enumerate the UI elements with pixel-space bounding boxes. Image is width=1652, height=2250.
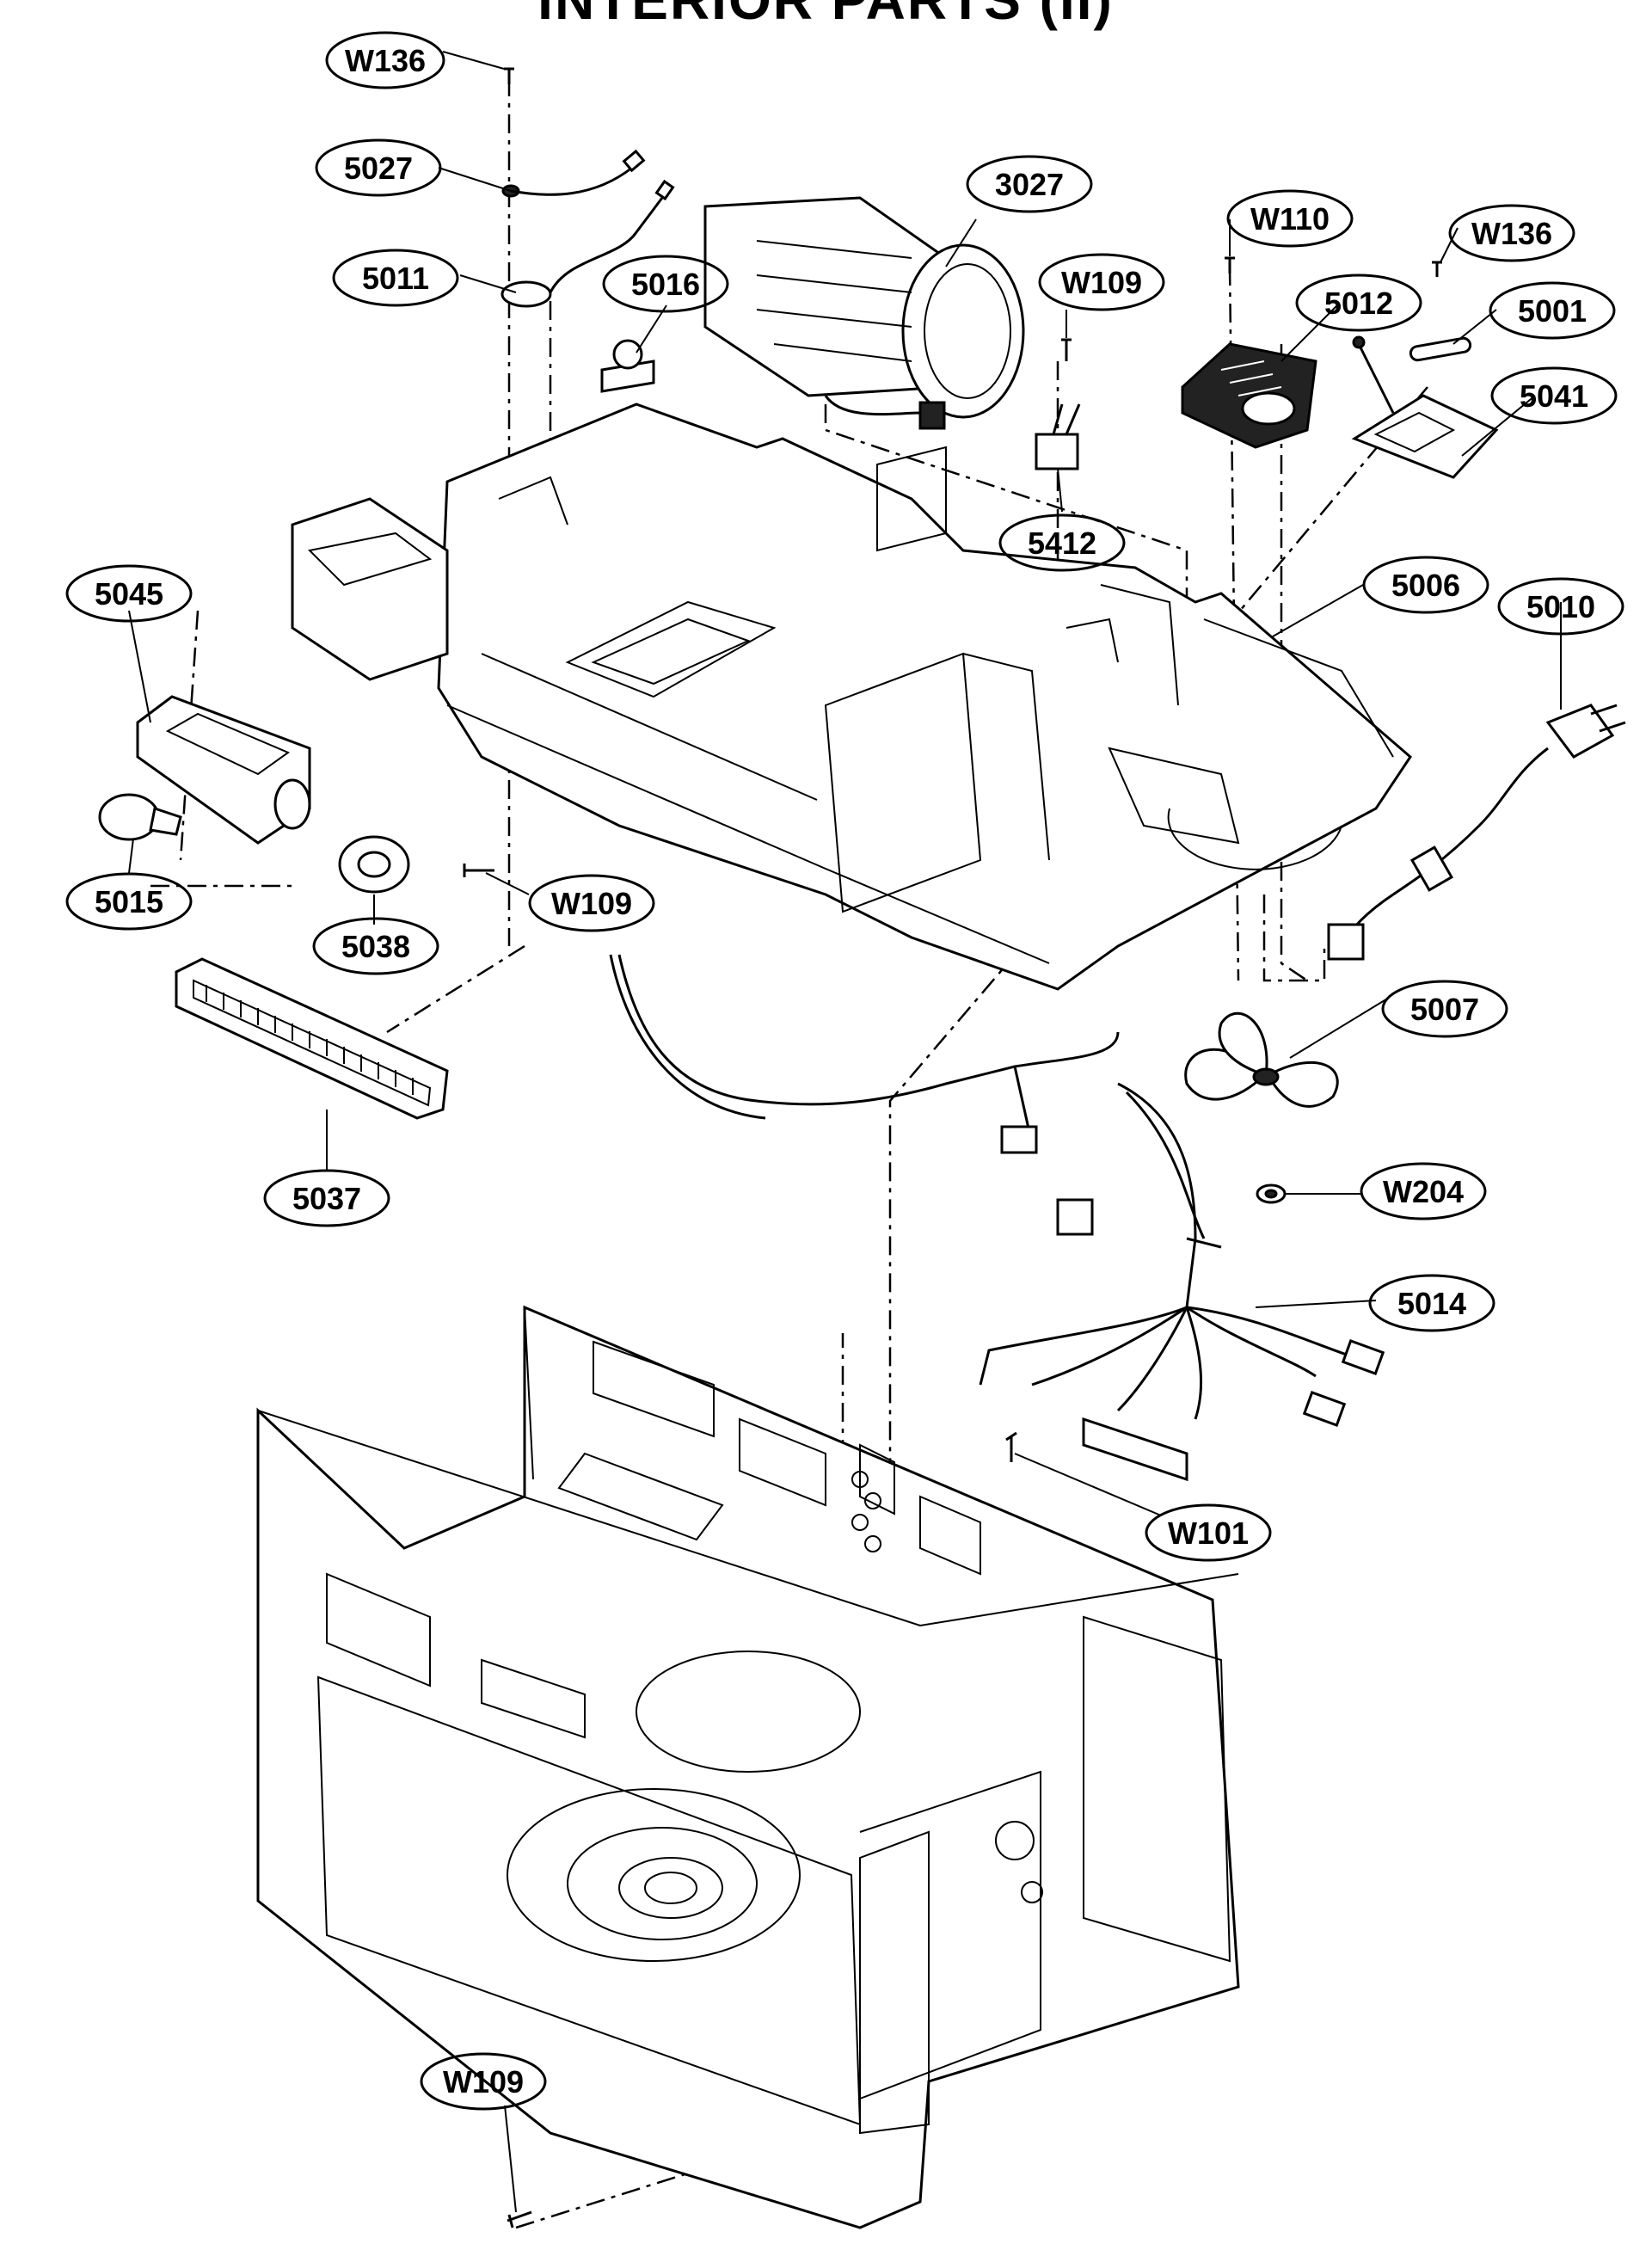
screw-w109-top — [1061, 338, 1072, 361]
diagram-title: INTERIOR PARTS (II) — [537, 0, 1114, 31]
svg-text:W101: W101 — [1168, 1515, 1249, 1551]
callout-5010[interactable]: 5010 — [1497, 577, 1624, 636]
oven-cavity — [256, 1305, 1240, 2229]
callout-w101[interactable]: W101 — [1145, 1503, 1272, 1562]
callout-5001[interactable]: 5001 — [1489, 281, 1616, 340]
svg-text:5015: 5015 — [95, 884, 163, 919]
callout-5038[interactable]: 5038 — [312, 917, 439, 975]
callout-5012[interactable]: 5012 — [1295, 274, 1422, 332]
svg-text:W109: W109 — [1061, 265, 1142, 300]
svg-text:W110: W110 — [1250, 201, 1330, 237]
svg-text:5038: 5038 — [341, 929, 410, 964]
lamp-case-5045 — [136, 695, 311, 845]
screw-w109-mid — [463, 864, 494, 877]
svg-text:W109: W109 — [551, 886, 632, 921]
svg-text:W136: W136 — [345, 43, 426, 78]
svg-text:5412: 5412 — [1028, 526, 1096, 561]
screw-w136-right — [1432, 261, 1442, 277]
svg-text:5037: 5037 — [292, 1181, 361, 1216]
base-tray-5006 — [291, 403, 1412, 991]
callout-w204[interactable]: W204 — [1360, 1162, 1487, 1220]
callout-5037[interactable]: 5037 — [263, 1169, 390, 1227]
callout-5006[interactable]: 5006 — [1362, 556, 1489, 614]
callout-w109-top[interactable]: W109 — [1038, 253, 1165, 311]
callout-5027[interactable]: 5027 — [315, 138, 442, 197]
wire-harness-5014 — [609, 954, 1385, 1482]
thermistor-5038 — [338, 835, 410, 894]
callout-w109-mid[interactable]: W109 — [528, 874, 655, 932]
svg-text:W136: W136 — [1471, 216, 1552, 251]
thermal-fuse-5412 — [1035, 403, 1081, 470]
svg-text:3027: 3027 — [995, 167, 1064, 202]
callout-w136-right[interactable]: W136 — [1448, 204, 1575, 262]
power-cord-5010 — [1327, 704, 1626, 961]
svg-text:5007: 5007 — [1410, 992, 1479, 1027]
leader-lines — [128, 51, 1562, 2213]
screw-w109-bottom — [507, 2210, 532, 2228]
transformer-5012 — [1181, 342, 1317, 449]
screw-w110 — [1225, 256, 1235, 274]
svg-text:5041: 5041 — [1520, 378, 1588, 414]
callout-3027[interactable]: 3027 — [966, 155, 1093, 213]
svg-text:5006: 5006 — [1391, 568, 1460, 603]
cable-5027 — [501, 149, 646, 198]
callout-5011[interactable]: 5011 — [332, 249, 459, 307]
pcb-5041 — [1351, 335, 1499, 479]
lamp-5015 — [98, 793, 182, 841]
thermostat-5016 — [600, 339, 655, 393]
callout-5007[interactable]: 5007 — [1381, 980, 1508, 1038]
callout-5014[interactable]: 5014 — [1368, 1274, 1495, 1332]
grille-5037 — [175, 957, 449, 1120]
fan-5007 — [1184, 1011, 1339, 1108]
svg-text:5011: 5011 — [362, 261, 429, 296]
callout-5016[interactable]: 5016 — [602, 255, 729, 313]
svg-text:5010: 5010 — [1526, 589, 1595, 624]
fuse-5001 — [1409, 336, 1472, 362]
svg-text:5027: 5027 — [344, 151, 413, 186]
washer-w204 — [1256, 1183, 1287, 1204]
callout-w110[interactable]: W110 — [1226, 189, 1354, 248]
callout-w109-bottom[interactable]: W109 — [420, 2052, 547, 2111]
svg-text:W204: W204 — [1383, 1174, 1464, 1209]
thermostat-5011 — [501, 179, 675, 308]
callout-5045[interactable]: 5045 — [65, 564, 193, 623]
callout-5412[interactable]: 5412 — [998, 513, 1126, 572]
svg-text:5001: 5001 — [1518, 293, 1587, 329]
svg-text:5014: 5014 — [1397, 1286, 1466, 1321]
callout-w136-top[interactable]: W136 — [325, 31, 445, 89]
blower-motor-3027 — [703, 196, 1025, 430]
svg-text:5016: 5016 — [631, 267, 700, 302]
callout-5015[interactable]: 5015 — [65, 872, 193, 931]
callout-5041[interactable]: 5041 — [1490, 366, 1618, 425]
svg-text:5012: 5012 — [1324, 286, 1393, 321]
screw-w136-top — [504, 67, 514, 84]
svg-text:W109: W109 — [443, 2064, 524, 2099]
svg-text:5045: 5045 — [95, 576, 163, 612]
screw-w101 — [1005, 1431, 1017, 1462]
